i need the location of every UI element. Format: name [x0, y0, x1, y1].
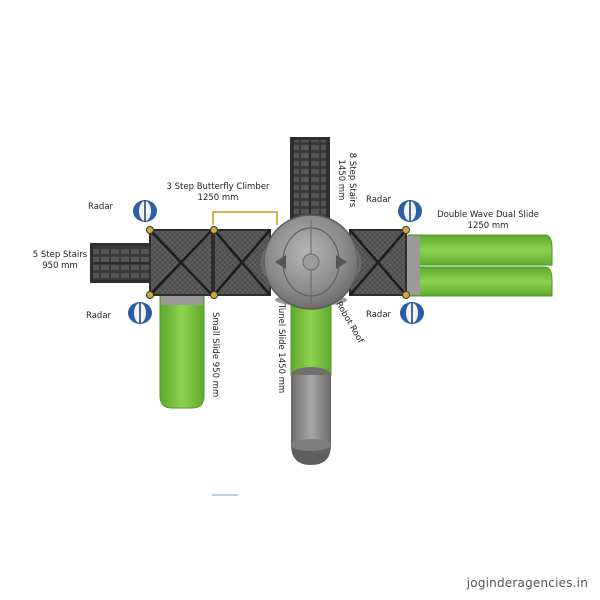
label-butterfly-climber: 3 Step Butterfly Climber 1250 mm: [166, 182, 270, 203]
robot-roof: [260, 214, 362, 310]
ground-marker: [212, 494, 238, 496]
label-small-slide: Small Slide 950 mm: [210, 312, 220, 398]
double-wave-dual-slide: [406, 234, 553, 297]
frame-posts: [146, 226, 410, 299]
radar-bottom-left: [128, 302, 152, 324]
butterfly-climber-bracket: [212, 211, 278, 225]
label-5-step-stairs: 5 Step Stairs 950 mm: [32, 250, 88, 271]
label-radar-bottom-left: Radar: [86, 311, 112, 321]
radar-top-right: [398, 200, 422, 222]
label-dual-slide: Double Wave Dual Slide 1250 mm: [437, 210, 539, 231]
label-8-step-stairs: 8 Step Stairs 1450 mm: [336, 152, 357, 208]
radar-bottom-right: [400, 302, 424, 324]
5-step-stairs: [90, 243, 152, 283]
small-slide: [159, 293, 205, 409]
label-tunnel-slide: Tunel Slide 1450 mm: [276, 304, 286, 394]
radar-top-left: [133, 200, 157, 222]
label-radar-top-left: Radar: [88, 202, 114, 212]
watermark: joginderagencies.in: [466, 576, 588, 590]
label-radar-bottom-right: Radar: [366, 310, 392, 320]
label-radar-top-right: Radar: [366, 195, 392, 205]
tunnel-slide: [290, 299, 332, 465]
